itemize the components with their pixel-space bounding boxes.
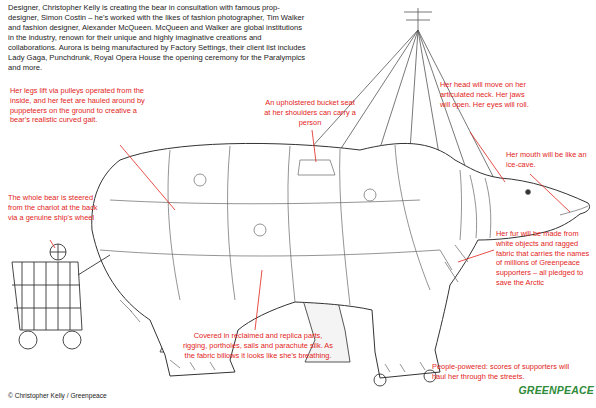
panel-seams [168, 145, 430, 305]
intro-paragraph: Designer, Christopher Kelly is creating … [8, 3, 306, 73]
leader-line [530, 174, 570, 212]
bear-wheel [374, 374, 386, 386]
porthole [254, 224, 266, 236]
neck-segments [460, 170, 491, 240]
chariot-rails [12, 262, 81, 330]
callout-note: The whole bear is steered from the chari… [8, 193, 98, 222]
ships-wheel-spokes [50, 244, 66, 260]
chariot-wheel [63, 331, 81, 349]
leader-line [50, 240, 55, 248]
chariot-frame [12, 262, 82, 330]
callout-note: An upholstered bucket seat at her should… [262, 98, 358, 127]
copyright-note: © Christopher Kelly / Greenpeace [8, 392, 228, 401]
ships-wheel [50, 244, 66, 260]
callout-note: Her head will move on her articulated ne… [440, 80, 536, 109]
claws [170, 360, 425, 372]
mast [404, 8, 432, 30]
callout-note: Her fur will be made from white objects … [496, 229, 594, 288]
chariot [12, 244, 436, 386]
panel-seams [100, 200, 440, 256]
chariot-hitch [78, 255, 110, 275]
fur-tufts [120, 245, 468, 322]
callout-note: Her mouth will be like an ice-cave. [506, 150, 588, 170]
eye [526, 190, 531, 195]
porthole [194, 174, 206, 186]
leader-lines [50, 130, 570, 330]
leader-line [470, 132, 505, 182]
mouth-line [560, 206, 588, 215]
logo-text: GREENPEACE [508, 384, 594, 398]
chariot-wheel [19, 331, 37, 349]
leader-line [458, 250, 494, 262]
porthole [364, 189, 376, 201]
bucket-seat [298, 160, 335, 175]
callout-note: Covered in reclaimed and replica parts, … [182, 331, 334, 360]
leader-line [312, 130, 316, 162]
leader-line [255, 270, 262, 330]
callout-note: People-powered: scores of supporters wil… [432, 362, 582, 382]
callout-note: Her legs lift via pulleys operated from … [10, 86, 156, 125]
leader-line [120, 145, 175, 210]
